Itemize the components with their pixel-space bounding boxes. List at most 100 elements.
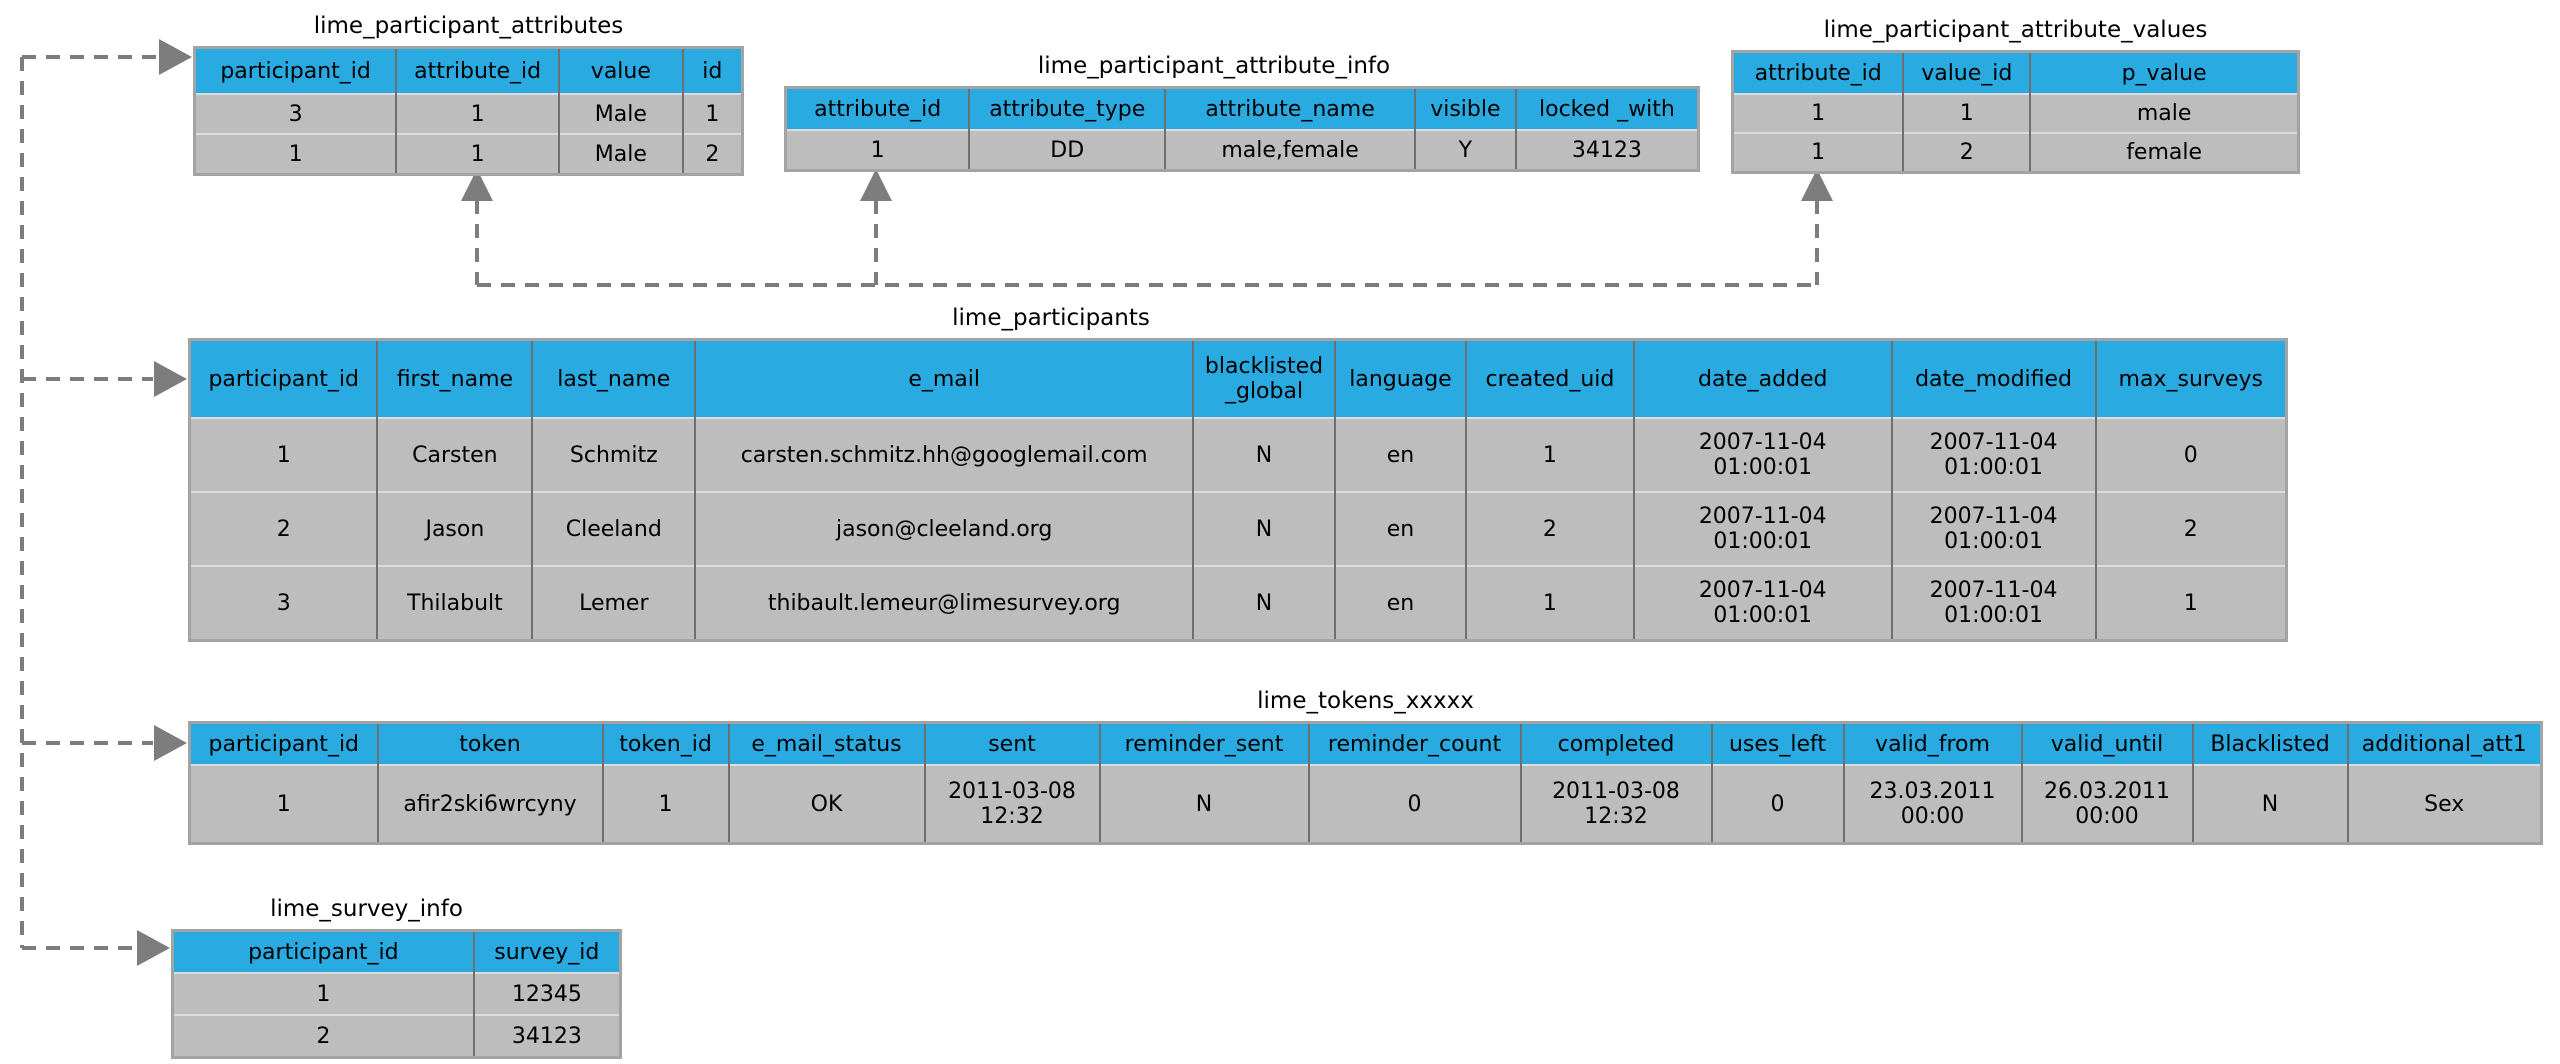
table-cell: 1 xyxy=(785,129,970,171)
table-cell: 1 xyxy=(601,764,729,844)
table-lime-participant-attributes: lime_participant_attributes participant_… xyxy=(193,6,744,176)
table-cell: 2007-11-04 01:00:01 xyxy=(1890,491,2096,566)
table-cell: 1 xyxy=(1732,132,1904,173)
column-header: survey_id xyxy=(472,930,621,973)
column-header: valid_from xyxy=(1842,722,2022,765)
column-header: id xyxy=(681,47,743,94)
column-header: created_uid xyxy=(1464,339,1634,418)
table-cell: 2 xyxy=(189,491,378,566)
table-cell: 1 xyxy=(189,417,378,492)
table-cell: en xyxy=(1334,565,1466,641)
table-cell: 1 xyxy=(395,133,560,175)
table-title: lime_participant_attributes xyxy=(313,13,624,39)
column-header: attribute_name xyxy=(1164,87,1415,130)
table-cell: male,female xyxy=(1164,129,1415,171)
table-cell: 0 xyxy=(1307,764,1521,844)
table-cell: 1 xyxy=(194,133,397,175)
table-cell: carsten.schmitz.hh@googlemail.com xyxy=(694,417,1194,492)
table-cell: Schmitz xyxy=(531,417,696,492)
column-header: visible xyxy=(1413,87,1516,130)
table-cell: 0 xyxy=(2094,417,2287,492)
table-cell: afir2ski6wrcyny xyxy=(376,764,603,844)
column-header: blacklisted _global xyxy=(1192,339,1336,418)
arrow-head-into-survey-info xyxy=(137,930,170,966)
column-header: participant_id xyxy=(189,722,378,765)
table-cell: 2011-03-08 12:32 xyxy=(1519,764,1712,844)
column-header: participant_id xyxy=(172,930,474,973)
column-header: token_id xyxy=(601,722,729,765)
table-cell: 1 xyxy=(1902,93,2031,133)
column-header: p_value xyxy=(2029,51,2299,94)
table-cell: Male xyxy=(558,93,683,134)
table-cell: Sex xyxy=(2346,764,2542,844)
column-header: participant_id xyxy=(189,339,378,418)
column-header: reminder_sent xyxy=(1098,722,1309,765)
table-cell: 1 xyxy=(1464,417,1634,492)
table-cell: 1 xyxy=(189,764,378,844)
table-title: lime_participants xyxy=(952,305,1150,331)
column-header: locked _with xyxy=(1514,87,1699,130)
table-cell: N xyxy=(1192,491,1336,566)
column-header: sent xyxy=(923,722,1100,765)
table-cell: 2007-11-04 01:00:01 xyxy=(1632,491,1892,566)
table-cell: N xyxy=(1192,417,1336,492)
table-cell: N xyxy=(1192,565,1336,641)
table-cell: 3 xyxy=(194,93,397,134)
column-header: date_added xyxy=(1632,339,1892,418)
column-header: reminder_count xyxy=(1307,722,1521,765)
table-cell: 2 xyxy=(2094,491,2287,566)
table-lime-participant-attribute-info: lime_participant_attribute_info attribut… xyxy=(784,46,1700,172)
table-title: lime_tokens_xxxxx xyxy=(1257,688,1474,714)
table-cell: jason@cleeland.org xyxy=(694,491,1194,566)
arrow-head-into-tokens xyxy=(154,725,187,761)
table-cell: 26.03.2011 00:00 xyxy=(2020,764,2193,844)
table-cell: 2 xyxy=(1902,132,2031,173)
column-header: completed xyxy=(1519,722,1712,765)
table-cell: Cleeland xyxy=(531,491,696,566)
column-header: e_mail xyxy=(694,339,1194,418)
arrow-head-into-participant-attributes xyxy=(159,39,192,75)
column-header: max_surveys xyxy=(2094,339,2287,418)
table-cell: Carsten xyxy=(376,417,533,492)
table-lime-participant-attribute-values: lime_participant_attribute_values attrib… xyxy=(1731,10,2300,174)
column-header: participant_id xyxy=(194,47,397,94)
table-cell: 34123 xyxy=(472,1014,621,1058)
table-cell: 2011-03-08 12:32 xyxy=(923,764,1100,844)
table-cell: 23.03.2011 00:00 xyxy=(1842,764,2022,844)
table-cell: 1 xyxy=(681,93,743,134)
column-header: additional_att1 xyxy=(2346,722,2542,765)
table-cell: 0 xyxy=(1710,764,1844,844)
table-cell: 1 xyxy=(1464,565,1634,641)
column-header: language xyxy=(1334,339,1466,418)
table-cell: Thilabult xyxy=(376,565,533,641)
table-cell: male xyxy=(2029,93,2299,133)
table-title: lime_participant_attribute_values xyxy=(1823,17,2208,43)
arrow-head-up-into-attribute-values xyxy=(1801,169,1833,201)
table-cell: 2007-11-04 01:00:01 xyxy=(1632,417,1892,492)
table-cell: 34123 xyxy=(1514,129,1699,171)
arrow-head-up-into-attribute-info xyxy=(860,169,892,201)
column-header: first_name xyxy=(376,339,533,418)
table-cell: N xyxy=(1098,764,1309,844)
arrow-head-up-into-attributes xyxy=(461,169,493,201)
column-header: token xyxy=(376,722,603,765)
table-cell: 2 xyxy=(681,133,743,175)
table-cell: 1 xyxy=(172,972,474,1015)
